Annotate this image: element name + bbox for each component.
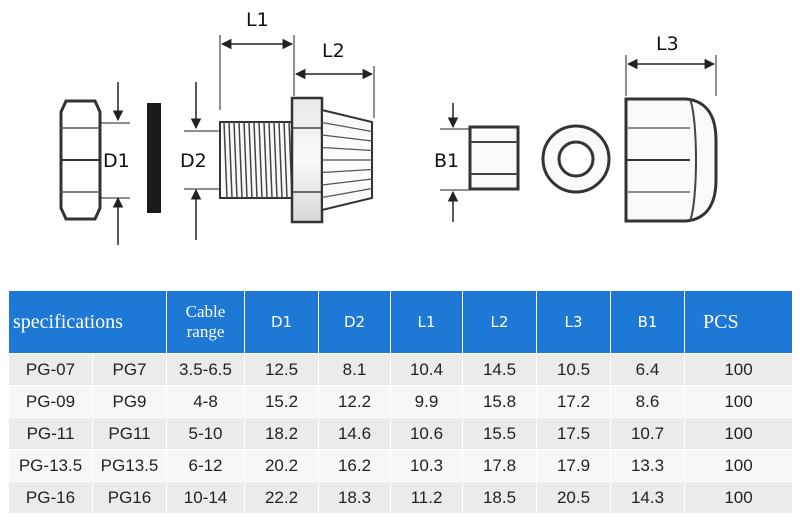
header-cable-range: Cable range <box>166 290 245 354</box>
header-l1: L1 <box>390 290 463 354</box>
specification-table: specifications Cable range D1 D2 L1 L2 L… <box>8 290 793 514</box>
table-header-row: specifications Cable range D1 D2 L1 L2 L… <box>8 290 793 354</box>
d2-dimension: D2 <box>180 82 220 240</box>
b1-label: B1 <box>434 150 459 172</box>
header-specifications: specifications <box>8 290 167 354</box>
cell-pcs: 100 <box>684 385 793 418</box>
cell-pcs: 100 <box>684 481 793 514</box>
cell-d2: 16.2 <box>318 449 391 482</box>
cell-cable-range: 6-12 <box>166 449 245 482</box>
cell-d1: 22.2 <box>244 481 319 514</box>
d2-label: D2 <box>180 150 207 172</box>
cell-pcs: 100 <box>684 353 793 386</box>
gland-body <box>219 96 373 224</box>
l2-label: L2 <box>322 40 345 62</box>
cell-pcs: 100 <box>684 417 793 450</box>
cell-spec-pg: PG7 <box>92 353 167 386</box>
cell-pcs: 100 <box>684 449 793 482</box>
cell-cable-range: 4-8 <box>166 385 245 418</box>
cell-l1: 9.9 <box>390 385 463 418</box>
cell-l3: 17.5 <box>536 417 611 450</box>
cell-cable-range: 3.5-6.5 <box>166 353 245 386</box>
header-d1: D1 <box>244 290 319 354</box>
sealing-washer <box>147 103 161 213</box>
cell-l2: 17.8 <box>462 449 537 482</box>
cell-spec-pg: PG16 <box>92 481 167 514</box>
cell-d1: 18.2 <box>244 417 319 450</box>
o-ring <box>541 124 611 194</box>
header-b1: B1 <box>610 290 685 354</box>
cell-spec-code: PG-09 <box>8 385 93 418</box>
b1-dimension: B1 <box>434 103 470 222</box>
cell-d2: 12.2 <box>318 385 391 418</box>
cell-d2: 18.3 <box>318 481 391 514</box>
cell-spec-code: PG-11 <box>8 417 93 450</box>
cell-l3: 20.5 <box>536 481 611 514</box>
cell-b1: 13.3 <box>610 449 685 482</box>
cell-l3: 17.9 <box>536 449 611 482</box>
cell-d1: 12.5 <box>244 353 319 386</box>
header-l2: L2 <box>462 290 537 354</box>
l1-label: L1 <box>246 9 269 31</box>
cell-b1: 10.7 <box>610 417 685 450</box>
cell-l1: 10.6 <box>390 417 463 450</box>
cell-l3: 10.5 <box>536 353 611 386</box>
l2-dimension: L2 <box>294 40 375 118</box>
header-d2: D2 <box>318 290 391 354</box>
cell-l1: 10.4 <box>390 353 463 386</box>
cell-b1: 14.3 <box>610 481 685 514</box>
d1-label: D1 <box>103 150 130 172</box>
cell-l1: 10.3 <box>390 449 463 482</box>
cell-l2: 18.5 <box>462 481 537 514</box>
header-pcs: PCS <box>684 290 793 354</box>
cell-b1: 8.6 <box>610 385 685 418</box>
header-l3: L3 <box>536 290 611 354</box>
cell-d2: 8.1 <box>318 353 391 386</box>
cell-spec-code: PG-07 <box>8 353 93 386</box>
cell-l3: 17.2 <box>536 385 611 418</box>
cell-spec-pg: PG13.5 <box>92 449 167 482</box>
cell-spec-pg: PG11 <box>92 417 167 450</box>
cell-l2: 15.8 <box>462 385 537 418</box>
cell-cable-range: 5-10 <box>166 417 245 450</box>
cell-l1: 11.2 <box>390 481 463 514</box>
cell-d2: 14.6 <box>318 417 391 450</box>
cell-l2: 14.5 <box>462 353 537 386</box>
d1-dimension: D1 <box>100 82 130 245</box>
hex-locknut <box>59 99 102 221</box>
cell-d1: 20.2 <box>244 449 319 482</box>
l1-dimension: L1 <box>219 9 295 110</box>
cell-spec-pg: PG9 <box>92 385 167 418</box>
seal-insert <box>468 125 520 191</box>
cell-spec-code: PG-16 <box>8 481 93 514</box>
cell-b1: 6.4 <box>610 353 685 386</box>
cell-spec-code: PG-13.5 <box>8 449 93 482</box>
cell-d1: 15.2 <box>244 385 319 418</box>
l3-label: L3 <box>656 33 679 55</box>
dome-cap-nut <box>624 97 718 223</box>
cell-cable-range: 10-14 <box>166 481 245 514</box>
cell-l2: 15.5 <box>462 417 537 450</box>
l3-dimension: L3 <box>625 33 717 96</box>
cable-gland-exploded-diagram: D1 D2 L1 L2 B1 <box>59 9 718 245</box>
